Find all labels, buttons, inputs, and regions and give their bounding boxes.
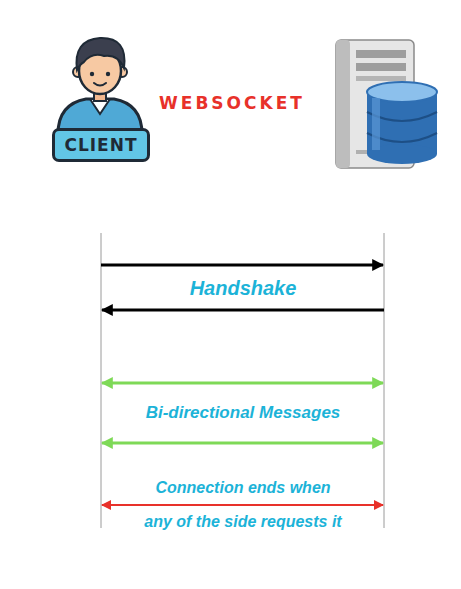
arrow-label: Connection ends when bbox=[155, 479, 330, 497]
client-badge: CLIENT bbox=[52, 128, 150, 162]
server-bay bbox=[356, 63, 406, 71]
diagram-title: WEBSOCKET bbox=[159, 93, 305, 113]
server-bay bbox=[356, 50, 406, 58]
handshake-request-arrow bbox=[101, 264, 383, 267]
client-hair bbox=[76, 38, 124, 70]
message-arrow bbox=[102, 382, 383, 385]
database-icon bbox=[367, 82, 437, 164]
client-eye bbox=[106, 72, 110, 76]
arrow-label: Handshake bbox=[190, 277, 297, 300]
database-highlight bbox=[372, 98, 380, 150]
server-side bbox=[336, 40, 350, 168]
client-person-icon bbox=[58, 38, 142, 134]
close-arrow bbox=[102, 504, 383, 506]
handshake-response-arrow bbox=[102, 309, 384, 312]
node-text: CLIENT bbox=[64, 135, 137, 155]
arrow-label: any of the side requests it bbox=[144, 513, 341, 531]
message-arrow bbox=[102, 442, 383, 445]
client-lifeline bbox=[101, 233, 102, 528]
server-bay bbox=[356, 76, 406, 81]
client-mouth bbox=[94, 83, 106, 86]
arrow-label: Bi-directional Messages bbox=[146, 403, 341, 423]
server-lifeline bbox=[384, 233, 385, 528]
client-eye bbox=[90, 72, 94, 76]
